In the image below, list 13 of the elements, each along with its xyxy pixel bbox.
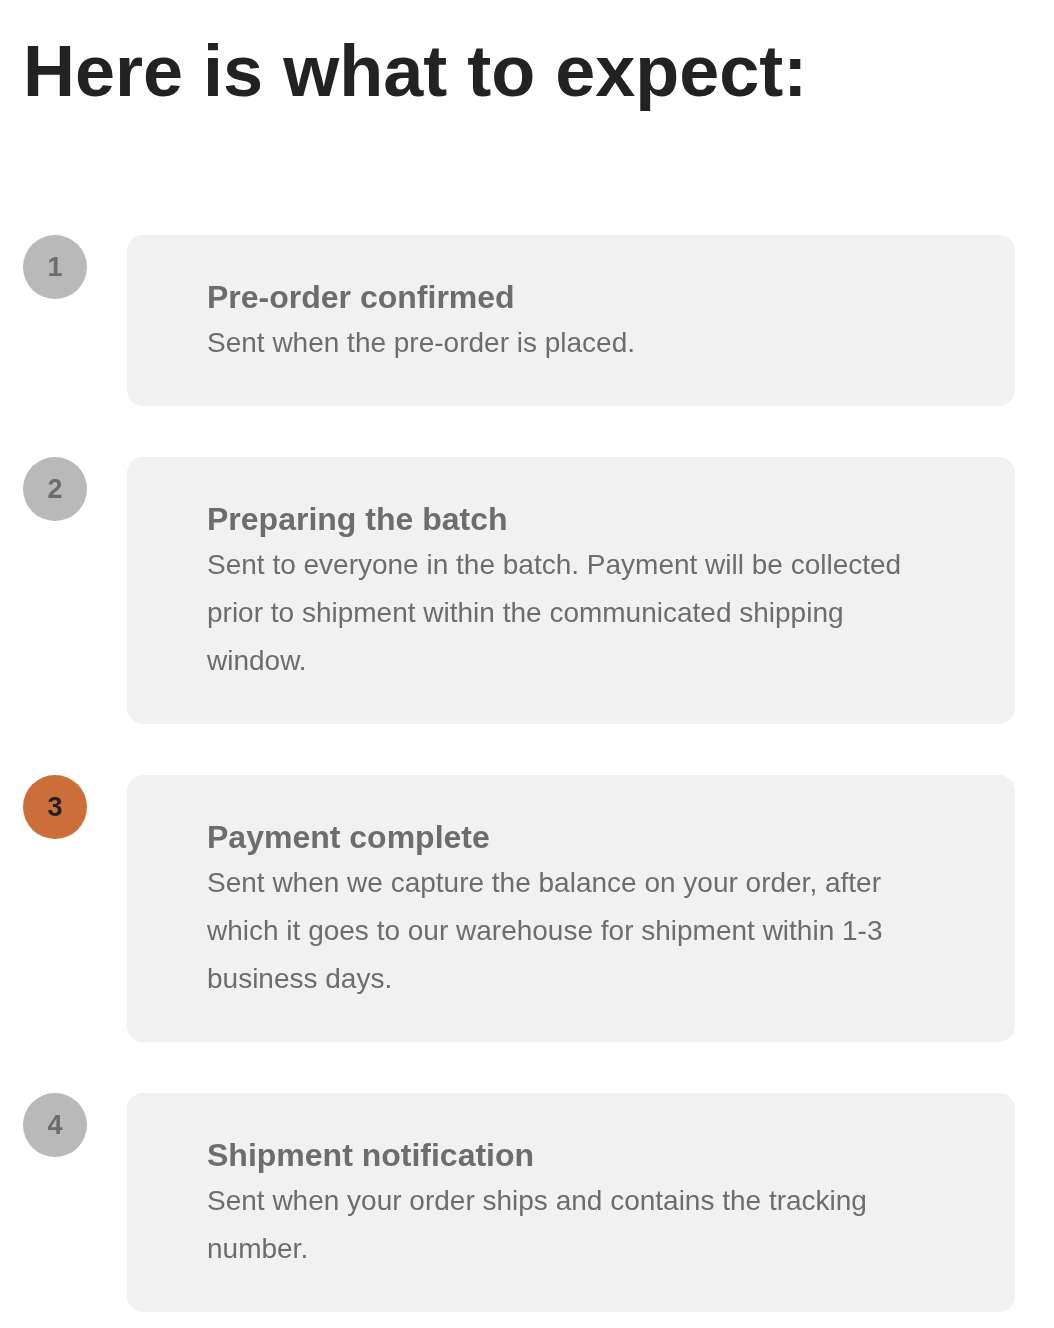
step-description: Sent when your order ships and contains the tracking number. bbox=[207, 1184, 868, 1266]
step-description: Sent when the pre-order is placed. bbox=[207, 326, 637, 360]
step-heading: Shipment notification bbox=[207, 1136, 535, 1174]
step-description: Sent to everyone in the batch. Payment will be collected prior to shipment within the communicated shipping window. bbox=[207, 548, 903, 678]
current-step-circle: 3 bbox=[23, 775, 87, 839]
page-title: Here is what to expect: bbox=[23, 30, 808, 113]
step-number-circle: 1 bbox=[23, 235, 87, 299]
step-number-circle: 2 bbox=[23, 457, 87, 521]
step-number-circle: 4 bbox=[23, 1093, 87, 1157]
step-heading: Preparing the batch bbox=[207, 500, 508, 538]
step-heading: Payment complete bbox=[207, 818, 490, 856]
step-description: Sent when we capture the balance on your order, after which it goes to our warehouse for shipment within 1-3 business days. bbox=[207, 866, 884, 996]
step-heading: Pre-order confirmed bbox=[207, 278, 515, 316]
